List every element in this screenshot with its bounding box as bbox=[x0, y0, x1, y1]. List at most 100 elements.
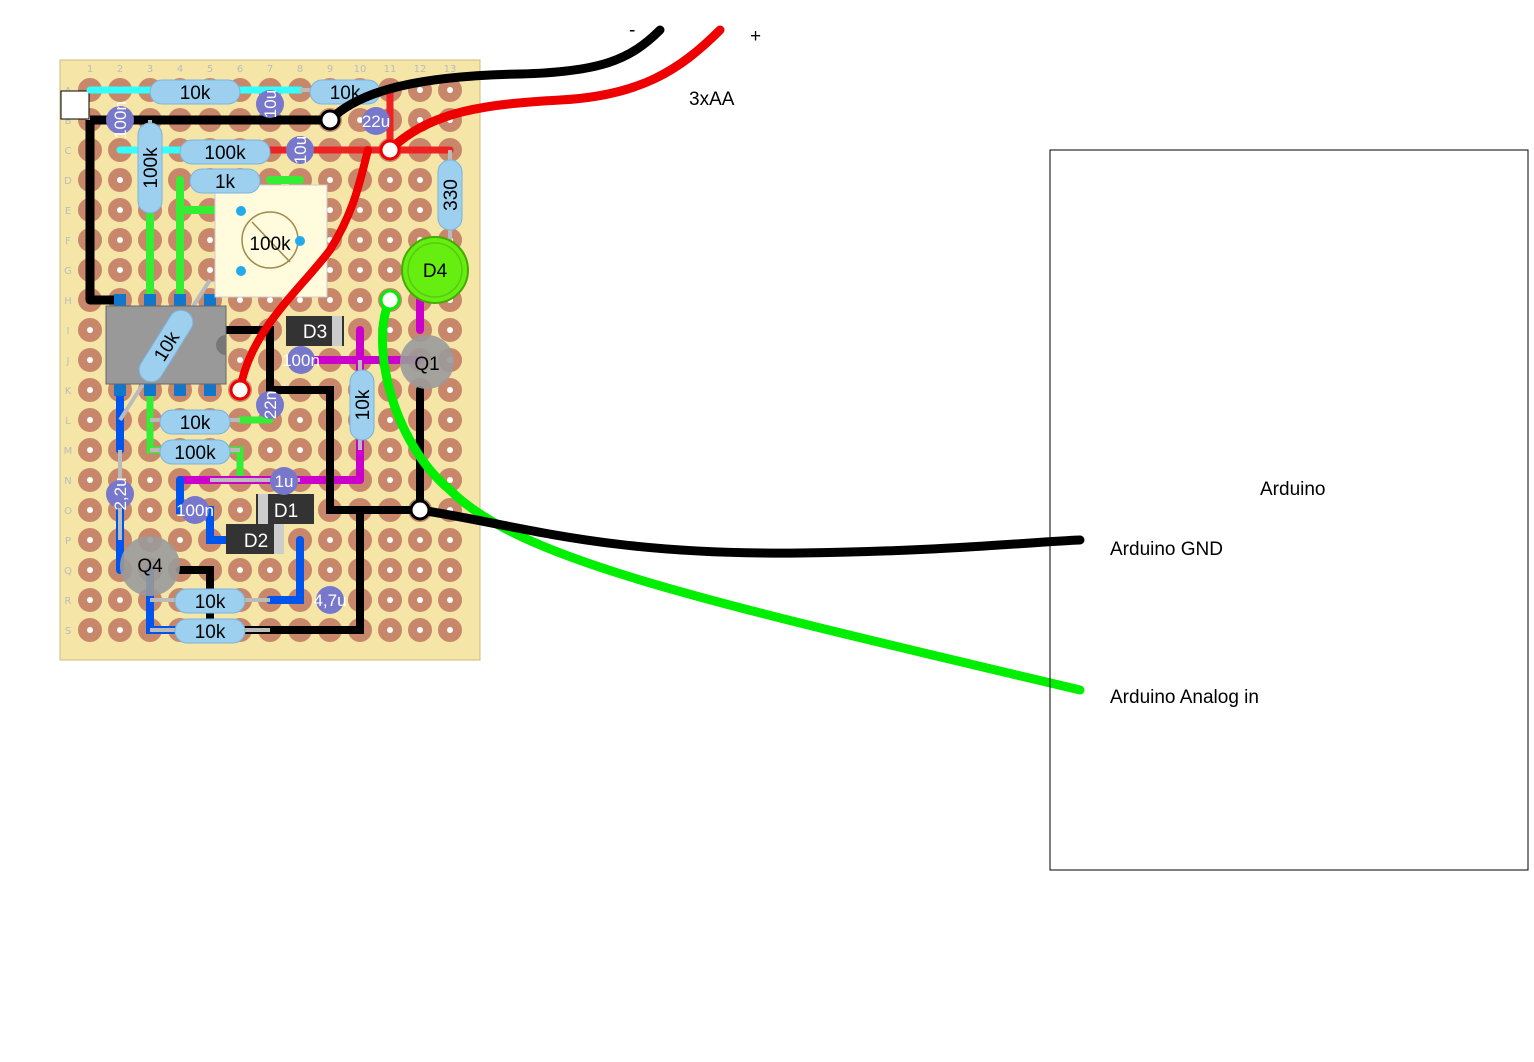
arduino-analog-label: Arduino Analog in bbox=[1110, 687, 1259, 708]
column-label: 12 bbox=[414, 64, 427, 75]
resistor-body bbox=[159, 439, 231, 465]
row-label: M bbox=[64, 446, 73, 457]
resistor-label: 100k bbox=[141, 147, 162, 189]
ic-pin bbox=[204, 294, 216, 308]
resistor-body bbox=[437, 159, 463, 231]
capacitor-label: 4,7u bbox=[313, 591, 346, 610]
battery-neg-label: - bbox=[629, 20, 636, 41]
column-label: 5 bbox=[207, 64, 213, 75]
battery-neg-wire bbox=[325, 25, 665, 125]
pad-hole bbox=[327, 177, 333, 183]
d2-band bbox=[274, 524, 284, 554]
pot-pin bbox=[236, 206, 246, 216]
pad-hole bbox=[417, 207, 423, 213]
row-label: K bbox=[65, 386, 72, 397]
ic-pin bbox=[144, 382, 156, 396]
row-labels: ABCDEFGHIJKLMNOPQRS bbox=[64, 86, 73, 637]
arduino-analog-wire bbox=[378, 295, 1085, 695]
pad-hole bbox=[357, 117, 363, 123]
battery-pos-wire bbox=[385, 25, 725, 155]
pad-hole bbox=[237, 357, 243, 363]
resistor-r_r: 10k bbox=[174, 588, 246, 614]
pad-hole bbox=[357, 237, 363, 243]
pad-hole bbox=[447, 87, 453, 93]
arduino-gnd-wire bbox=[415, 505, 1085, 558]
transistor-q4: Q4 bbox=[120, 536, 180, 596]
pad-hole bbox=[357, 207, 363, 213]
wire-endpoint bbox=[319, 109, 341, 131]
q4-body bbox=[120, 536, 180, 596]
pad-hole bbox=[267, 567, 273, 573]
capacitor-body bbox=[256, 391, 284, 419]
transistor-q1: Q1 bbox=[400, 335, 454, 389]
d1-label: D1 bbox=[274, 501, 298, 522]
row-label: O bbox=[64, 506, 72, 517]
arduino-title: Arduino bbox=[1260, 479, 1326, 500]
row-label: S bbox=[65, 626, 71, 637]
q1-label: Q1 bbox=[414, 354, 439, 375]
pad-hole bbox=[417, 627, 423, 633]
wire-endpoint bbox=[379, 289, 401, 311]
resistor-body bbox=[349, 369, 375, 441]
pad-hole bbox=[87, 567, 93, 573]
ic-pin bbox=[144, 294, 156, 308]
pad-hole bbox=[447, 327, 453, 333]
pot-pin bbox=[295, 236, 305, 246]
d3-band bbox=[332, 316, 342, 346]
row-label: C bbox=[65, 146, 72, 157]
pad-hole bbox=[207, 267, 213, 273]
capacitor-c_c2: 10u bbox=[286, 136, 314, 164]
wire-endpoints bbox=[229, 109, 431, 521]
row-label: H bbox=[64, 296, 72, 307]
blue-jumper-2 bbox=[176, 476, 244, 544]
pad-hole bbox=[87, 327, 93, 333]
resistor-body bbox=[179, 139, 271, 165]
diode-d2: D2 bbox=[226, 524, 284, 554]
pad-hole bbox=[177, 537, 183, 543]
capacitor-label: 100n bbox=[111, 101, 130, 139]
pad-hole bbox=[447, 627, 453, 633]
pin1-marker bbox=[60, 90, 90, 120]
d1-band bbox=[258, 494, 268, 524]
pad-hole bbox=[87, 627, 93, 633]
resistor-body bbox=[149, 79, 241, 105]
pad-hole bbox=[387, 417, 393, 423]
led-d4: D4 bbox=[401, 236, 469, 304]
resistor-r_diag: 10k bbox=[138, 309, 194, 383]
pad-hole bbox=[297, 447, 303, 453]
resistor-label: 100k bbox=[174, 443, 216, 464]
wire-endpoint bbox=[379, 139, 401, 161]
ic-pin bbox=[114, 294, 126, 308]
column-label: 7 bbox=[267, 64, 273, 75]
capacitor-c_k: 22n bbox=[256, 391, 284, 419]
battery-label: 3xAA bbox=[689, 89, 735, 110]
potentiometer: 100k bbox=[214, 184, 328, 298]
resistor-r_cd: 100k bbox=[137, 122, 163, 214]
d3-label: D3 bbox=[303, 322, 327, 343]
row-label: G bbox=[64, 266, 72, 277]
capacitor-body bbox=[256, 90, 284, 118]
capacitor-c_b1: 100n bbox=[106, 101, 134, 139]
resistor-label: 1k bbox=[215, 172, 236, 193]
ic-pin bbox=[174, 294, 186, 308]
capacitor-body bbox=[106, 480, 134, 508]
pad-hole bbox=[297, 297, 303, 303]
pad-hole bbox=[267, 297, 273, 303]
row-label: F bbox=[65, 236, 71, 247]
row-label: J bbox=[66, 356, 70, 367]
resistor-r_c1: 100k bbox=[179, 139, 271, 165]
pad-hole bbox=[87, 477, 93, 483]
row-label: P bbox=[65, 536, 71, 547]
pad-hole bbox=[267, 447, 273, 453]
resistor-body bbox=[174, 588, 246, 614]
capacitor-label: 1u bbox=[275, 472, 294, 491]
resistor-label: 330 bbox=[441, 179, 462, 211]
resistor-label: 10k bbox=[180, 83, 211, 104]
column-label: 8 bbox=[297, 64, 303, 75]
pad-hole bbox=[117, 597, 123, 603]
pad-hole bbox=[447, 477, 453, 483]
led-label: D4 bbox=[423, 261, 448, 282]
pad-hole bbox=[447, 417, 453, 423]
row-label: L bbox=[65, 416, 71, 427]
capacitor-label: 100n bbox=[282, 351, 320, 370]
